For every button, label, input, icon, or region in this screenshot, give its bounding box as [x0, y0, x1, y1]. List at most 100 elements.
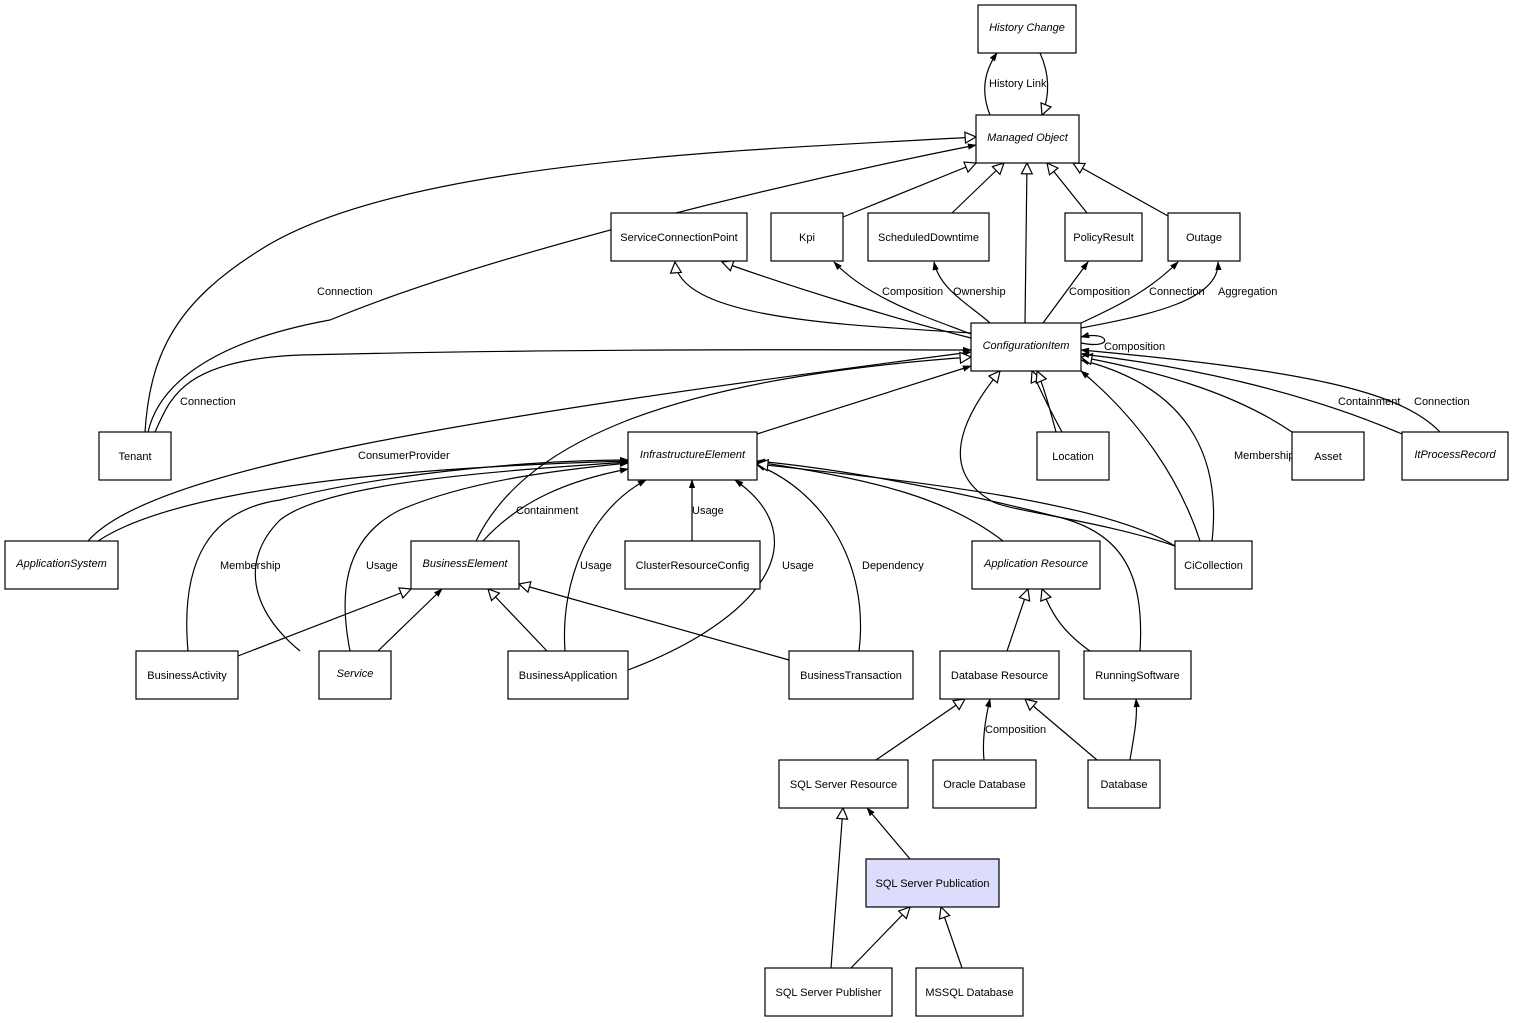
node-business-application[interactable]: BusinessApplication	[507, 650, 629, 700]
class-box[interactable]	[770, 212, 844, 262]
node-business-element[interactable]: BusinessElement	[410, 540, 520, 590]
class-name: History Change	[989, 22, 1065, 34]
class-box[interactable]	[1174, 540, 1253, 590]
inheritance-arrow	[1039, 52, 1048, 115]
edge-it-process-record-to-managed-object	[722, 262, 972, 339]
class-name: RunningSoftware	[1095, 670, 1179, 682]
class-box[interactable]	[975, 114, 1080, 164]
node-running-software[interactable]: RunningSoftware	[1083, 650, 1192, 700]
class-box[interactable]	[410, 540, 520, 590]
class-box[interactable]	[135, 650, 239, 700]
class-name: CiCollection	[1184, 560, 1243, 572]
association-arrow	[344, 460, 629, 652]
inheritance-arrow	[757, 464, 1176, 547]
edge-oracle-database-to-database-resource	[1129, 698, 1140, 761]
class-box[interactable]	[867, 212, 990, 262]
node-history-change[interactable]: History Change	[977, 4, 1077, 54]
node-service[interactable]: Service	[318, 650, 392, 700]
inheritance-arrow	[488, 589, 548, 652]
class-box[interactable]	[1036, 431, 1110, 481]
edge-application-system-to-infrastructure-element	[254, 459, 629, 652]
association-arrow	[563, 479, 647, 652]
edge-configuration-item-to-policy-result	[1080, 261, 1222, 329]
edge-database-to-database-resource	[866, 807, 911, 860]
class-box[interactable]	[1401, 431, 1509, 481]
class-box[interactable]	[1087, 759, 1161, 809]
node-location[interactable]: Location	[1036, 431, 1110, 481]
edge-configuration-item-to-service-connection-point	[932, 261, 991, 324]
class-box[interactable]	[915, 967, 1024, 1017]
node-infrastructure-element[interactable]: InfrastructureElement	[627, 431, 758, 481]
node-managed-object[interactable]: Managed Object	[975, 114, 1080, 164]
node-mssql-database[interactable]: MSSQL Database	[915, 967, 1024, 1017]
node-asset[interactable]: Asset	[1291, 431, 1365, 481]
node-database-resource[interactable]: Database Resource	[939, 650, 1060, 700]
node-outage[interactable]: Outage	[1167, 212, 1241, 262]
node-sql-server-resource[interactable]: SQL Server Resource	[778, 759, 909, 809]
association-arrow	[756, 464, 861, 652]
class-box[interactable]	[1291, 431, 1365, 481]
edge-label: Containment	[1338, 396, 1400, 408]
class-box[interactable]	[610, 212, 748, 262]
class-box[interactable]	[970, 322, 1082, 372]
node-tenant[interactable]: Tenant	[98, 431, 172, 481]
edge-business-transaction-to-infrastructure-element	[756, 458, 1142, 652]
node-sql-server-publisher[interactable]: SQL Server Publisher	[764, 967, 893, 1017]
edge-configuration-item-to-managed-object	[1025, 163, 1027, 324]
edge-policy-result-to-managed-object	[1047, 163, 1088, 214]
node-database[interactable]: Database	[1087, 759, 1161, 809]
class-box[interactable]	[971, 540, 1101, 590]
node-it-process-record[interactable]: ItProcessRecord	[1401, 431, 1509, 481]
edge-label: Connection	[1414, 396, 1470, 408]
association-arrow	[1080, 261, 1222, 329]
node-cluster-resource-config[interactable]: ClusterResourceConfig	[624, 540, 761, 590]
class-box[interactable]	[1167, 212, 1241, 262]
class-box[interactable]	[932, 759, 1037, 809]
node-application-system[interactable]: ApplicationSystem	[4, 540, 119, 590]
association-arrow	[97, 458, 629, 542]
class-box[interactable]	[788, 650, 914, 700]
node-ci-collection[interactable]: CiCollection	[1174, 540, 1253, 590]
node-service-connection-point[interactable]: ServiceConnectionPoint	[610, 212, 748, 262]
class-box[interactable]	[939, 650, 1060, 700]
class-name: ConfigurationItem	[983, 340, 1070, 352]
class-box[interactable]	[1083, 650, 1192, 700]
class-box[interactable]	[977, 4, 1077, 54]
class-name: PolicyResult	[1073, 232, 1134, 244]
edge-service-to-business-element	[519, 584, 790, 661]
association-arrow	[984, 52, 998, 116]
edge-ci-collection-to-configuration-item	[1081, 357, 1293, 433]
node-configuration-item[interactable]: ConfigurationItem	[970, 322, 1082, 372]
class-box[interactable]	[1064, 212, 1143, 262]
class-box[interactable]	[4, 540, 119, 590]
node-business-activity[interactable]: BusinessActivity	[135, 650, 239, 700]
node-application-resource[interactable]: Application Resource	[971, 540, 1101, 590]
inheritance-arrow	[1037, 371, 1057, 433]
class-box[interactable]	[98, 431, 172, 481]
class-name: Location	[1052, 451, 1094, 463]
edge-label: Usage	[580, 560, 612, 572]
edge-service-to-infrastructure-element	[563, 479, 647, 652]
inheritance-arrow	[941, 907, 963, 969]
edge-location-to-configuration-item	[959, 371, 1176, 547]
class-box[interactable]	[624, 540, 761, 590]
edges	[87, 52, 1441, 969]
node-scheduled-downtime[interactable]: ScheduledDowntime	[867, 212, 990, 262]
node-policy-result[interactable]: PolicyResult	[1064, 212, 1143, 262]
node-kpi[interactable]: Kpi	[770, 212, 844, 262]
node-sql-server-publication[interactable]: SQL Server Publication	[865, 858, 1000, 908]
class-box[interactable]	[865, 858, 1000, 908]
class-box[interactable]	[507, 650, 629, 700]
association-arrow	[982, 698, 992, 761]
class-box[interactable]	[627, 431, 758, 481]
class-box[interactable]	[318, 650, 392, 700]
inheritance-arrow	[875, 699, 965, 761]
node-business-transaction[interactable]: BusinessTransaction	[788, 650, 914, 700]
inheritance-arrow	[237, 589, 411, 657]
class-box[interactable]	[764, 967, 893, 1017]
node-oracle-database[interactable]: Oracle Database	[932, 759, 1037, 809]
edge-it-process-record-to-configuration-item	[97, 458, 629, 542]
class-box[interactable]	[778, 759, 909, 809]
